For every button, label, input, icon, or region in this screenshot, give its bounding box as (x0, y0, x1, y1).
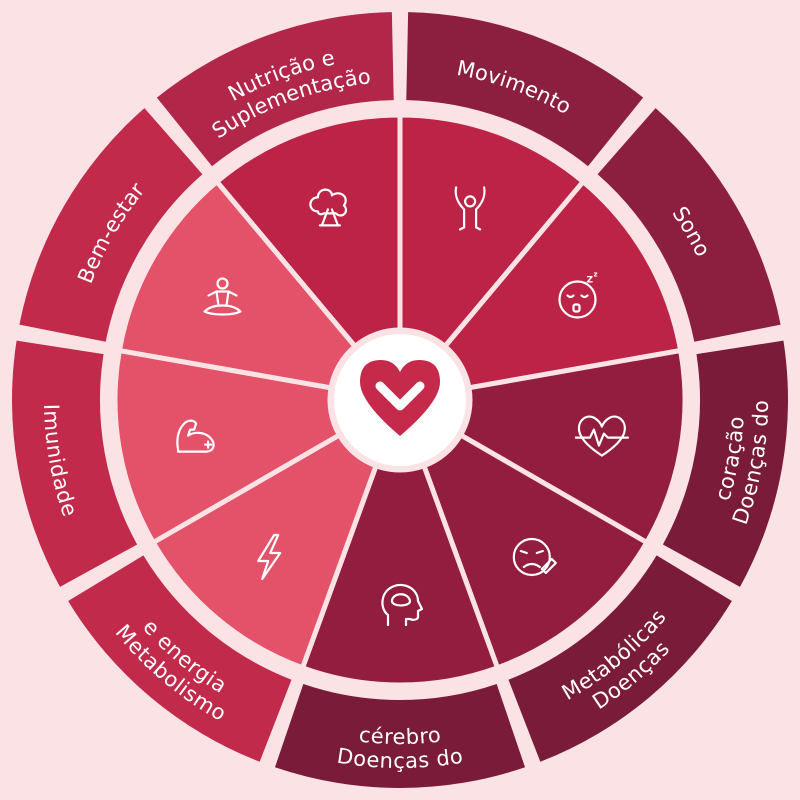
ring-block-coracao (662, 340, 788, 587)
ring-block-imunidade (12, 340, 138, 587)
ring-label-cerebro-line2: cérebro (358, 723, 442, 749)
ring-block-nutricao (156, 12, 394, 167)
center-hub (334, 334, 466, 466)
ring-block-sono (597, 108, 781, 342)
meditation-icon (203, 277, 242, 316)
heart-check-logo-icon (360, 360, 440, 436)
segment-icons: Z z (176, 186, 630, 627)
lightning-icon (257, 533, 282, 581)
sick-face-icon (512, 537, 557, 577)
ring-block-movimento (406, 12, 644, 167)
sleepy-face-icon: Z z (558, 271, 598, 319)
ring-block-bemestar (19, 108, 203, 342)
ring-block-metabolicas (508, 555, 732, 762)
segment-imunidade[interactable] (112, 347, 343, 546)
heartbeat-icon (574, 415, 630, 457)
raised-arms-icon (454, 186, 486, 231)
segment-cerebro[interactable] (299, 462, 501, 688)
head-brain-icon (381, 583, 424, 627)
segment-coracao[interactable] (457, 347, 688, 546)
broccoli-icon (309, 188, 348, 227)
segment-nutricao[interactable] (213, 112, 403, 350)
flexed-arm-icon (176, 419, 215, 453)
inner-segments (112, 112, 688, 688)
ring-block-cerebro (274, 683, 526, 788)
segment-sono[interactable] (441, 178, 684, 391)
svg-text:z: z (594, 271, 598, 279)
svg-text:Z: Z (587, 276, 594, 286)
segment-metabolicas[interactable] (420, 431, 651, 672)
segment-bemestar[interactable] (116, 178, 359, 391)
ring-block-metabolismo (68, 555, 292, 762)
segment-movimento[interactable] (397, 112, 587, 350)
